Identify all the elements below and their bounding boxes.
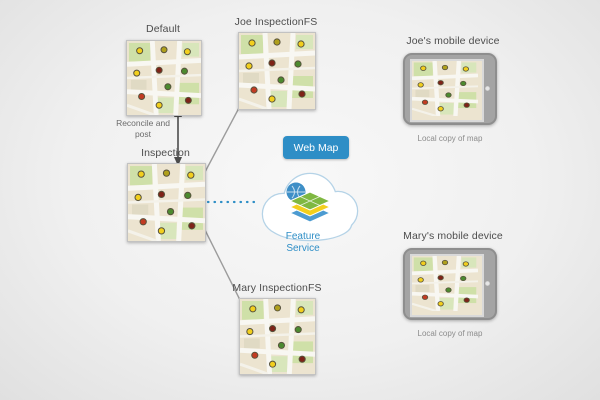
web-map-badge: Web Map <box>283 136 349 159</box>
map-default <box>126 40 202 116</box>
joe-tablet <box>403 53 497 125</box>
joe-tablet-map <box>410 59 484 122</box>
tablet-camera-icon <box>485 281 490 286</box>
map-inspection <box>127 163 206 242</box>
feature-service-label: Feature Service <box>285 231 321 254</box>
mary-tablet <box>403 248 497 320</box>
feature-service-cloud <box>246 162 374 262</box>
label-mary-inspectionfs: Mary InspectionFS <box>232 282 322 294</box>
label-inspection: Inspection <box>141 147 190 159</box>
label-mary-mobile-device: Mary's mobile device <box>403 230 503 242</box>
cloud-icon <box>261 172 359 242</box>
layers-icon <box>286 182 332 223</box>
caption-mary-local-copy: Local copy of map <box>417 329 483 338</box>
line-mary-branch <box>204 229 241 301</box>
caption-joe-local-copy: Local copy of map <box>417 134 483 143</box>
label-joe-inspectionfs: Joe InspectionFS <box>234 16 318 28</box>
label-default: Default <box>146 23 180 35</box>
map-joe-inspectionfs <box>238 32 316 110</box>
label-joe-mobile-device: Joe's mobile device <box>406 35 500 47</box>
label-reconcile-and-post: Reconcile and post <box>116 118 170 139</box>
tablet-camera-icon <box>485 86 490 91</box>
map-mary-inspectionfs <box>239 298 316 375</box>
line-joe-branch <box>204 105 241 173</box>
mary-tablet-map <box>410 254 484 317</box>
